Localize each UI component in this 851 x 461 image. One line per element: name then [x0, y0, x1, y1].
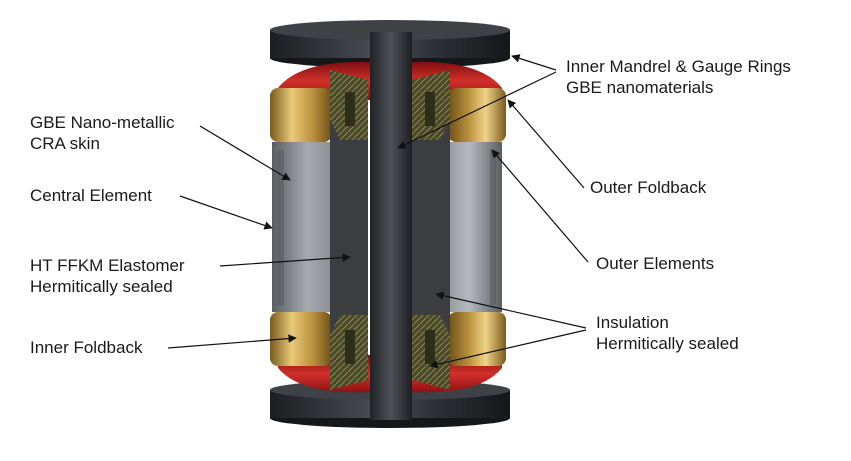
- leader-insulation-2: [429, 329, 587, 369]
- label-outer-elements-line1: Outer Elements: [596, 254, 715, 273]
- leader-elastomer: [219, 253, 351, 267]
- label-skin: GBE Nano-metallic CRA skin: [30, 112, 175, 154]
- leader-outer-foldback: [507, 99, 585, 189]
- label-elastomer-line1: HT FFKM Elastomer: [30, 256, 185, 275]
- upper-gold-foldback: [270, 88, 506, 142]
- leader-inner-foldback: [167, 334, 297, 349]
- leader-lines: [167, 54, 589, 369]
- label-insulation-line2: Hermitically sealed: [596, 334, 739, 353]
- leader-outer-elements: [491, 149, 589, 263]
- label-skin-line2: CRA skin: [30, 134, 100, 153]
- label-insulation-line1: Insulation: [596, 313, 669, 332]
- leader-insulation-1: [435, 291, 587, 329]
- insulation-section: [330, 70, 450, 390]
- label-central-element-line1: Central Element: [30, 186, 152, 205]
- leader-mandrel-2: [397, 71, 557, 149]
- label-skin-line1: GBE Nano-metallic: [30, 113, 175, 132]
- leader-skin: [199, 125, 291, 181]
- label-inner-foldback-line1: Inner Foldback: [30, 338, 143, 357]
- label-elastomer: HT FFKM Elastomer Hermitically sealed: [30, 255, 185, 297]
- leader-central: [179, 195, 273, 230]
- label-elastomer-line2: Hermitically sealed: [30, 277, 173, 296]
- lower-gold-foldback: [270, 312, 506, 366]
- label-insulation: Insulation Hermitically sealed: [596, 312, 739, 354]
- inner-mandrel: [370, 32, 412, 420]
- label-outer-elements: Outer Elements: [596, 253, 714, 274]
- leader-mandrel-1: [511, 54, 557, 71]
- label-inner-mandrel: Inner Mandrel & Gauge Rings GBE nanomate…: [566, 56, 791, 98]
- label-outer-foldback: Outer Foldback: [590, 177, 706, 198]
- label-central-element: Central Element: [30, 185, 152, 206]
- label-inner-mandrel-line1: Inner Mandrel & Gauge Rings: [566, 57, 791, 76]
- label-inner-foldback: Inner Foldback: [30, 337, 142, 358]
- label-inner-mandrel-line2: GBE nanomaterials: [566, 78, 714, 97]
- label-outer-foldback-line1: Outer Foldback: [590, 178, 707, 197]
